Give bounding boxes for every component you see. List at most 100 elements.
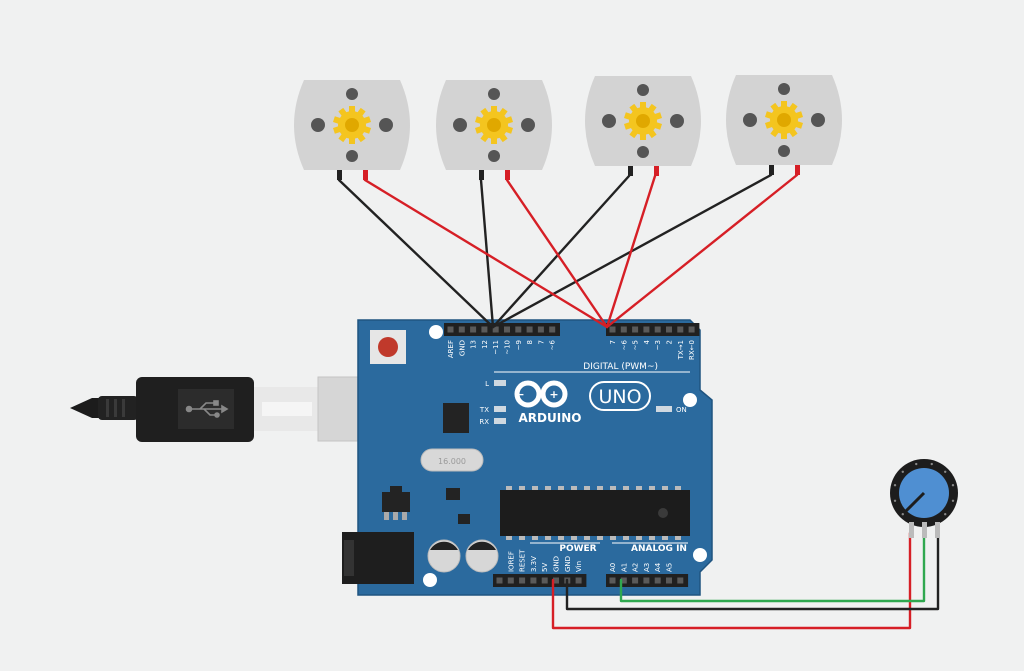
model-badge <box>589 381 651 411</box>
chip-pin <box>532 536 538 540</box>
motor-terminal-red[interactable] <box>363 170 368 180</box>
header-pin[interactable] <box>609 326 616 333</box>
header-pin[interactable] <box>688 326 695 333</box>
pin-label: 3.3V <box>530 556 538 572</box>
svg-text:+: + <box>549 388 558 401</box>
header-pin[interactable] <box>632 577 639 584</box>
motor-terminal-black[interactable] <box>769 165 774 175</box>
usb-cable[interactable] <box>70 376 411 442</box>
motor-4[interactable] <box>726 75 842 175</box>
header-pin[interactable] <box>620 326 627 333</box>
motor-terminal-red[interactable] <box>505 170 510 180</box>
header-pin[interactable] <box>526 326 533 333</box>
header-pin[interactable] <box>643 577 650 584</box>
header-pin[interactable] <box>492 326 499 333</box>
crystal-oscillator <box>420 448 484 472</box>
pin-label: A2 <box>632 563 640 572</box>
wire-motor-3-pin6[interactable] <box>605 174 657 329</box>
header-pin[interactable] <box>496 577 503 584</box>
mount-hole-3 <box>423 573 437 587</box>
led-tx-label: TX <box>479 406 489 414</box>
header-pin[interactable] <box>666 326 672 333</box>
header-pin[interactable] <box>677 577 684 584</box>
header-pin[interactable] <box>575 577 582 584</box>
chip-pin <box>519 536 525 540</box>
wire-motor-3-gnd[interactable] <box>491 174 631 329</box>
wire-pot-5v[interactable] <box>551 531 912 630</box>
digital-pin-header <box>444 323 700 336</box>
pin-label: RX←0 <box>688 340 696 360</box>
header-pin[interactable] <box>620 577 627 584</box>
pin-label: 7 <box>609 340 617 344</box>
chip-pin <box>545 486 551 490</box>
header-pin[interactable] <box>447 326 454 333</box>
chip-pin <box>571 486 577 490</box>
potentiometer[interactable] <box>890 459 958 538</box>
mount-hole-4 <box>693 548 707 562</box>
header-pin[interactable] <box>515 326 522 333</box>
header-pin[interactable] <box>643 326 650 333</box>
pin-label: 2 <box>666 340 674 344</box>
dc-motor-icon <box>624 102 662 140</box>
header-pin[interactable] <box>470 326 477 333</box>
header-pin[interactable] <box>549 326 556 333</box>
pin-label: ~3 <box>654 340 662 350</box>
motor-1[interactable] <box>294 80 410 180</box>
motors <box>294 75 842 180</box>
pin-label: GND <box>458 340 466 356</box>
wire-motor-4-pin6[interactable] <box>605 173 799 329</box>
led-on-label: ON <box>676 406 687 414</box>
header-pin[interactable] <box>530 577 537 584</box>
header-pin[interactable] <box>504 326 510 333</box>
motor-2[interactable] <box>436 80 552 180</box>
wire-motor-1-gnd[interactable] <box>337 178 495 329</box>
motor-terminal-black[interactable] <box>337 170 342 180</box>
header-pin[interactable] <box>632 326 639 333</box>
chip-pin <box>649 486 655 490</box>
chip-pin <box>610 536 616 540</box>
motor-3[interactable] <box>585 76 701 176</box>
header-pin[interactable] <box>553 577 559 584</box>
pin-label: A0 <box>609 563 617 572</box>
motor-terminal-black[interactable] <box>628 166 633 176</box>
pin-label: ~6 <box>549 339 557 350</box>
header-pin[interactable] <box>541 577 548 584</box>
chip-pin <box>519 486 525 490</box>
wire-motor-2-pin6[interactable] <box>505 178 609 329</box>
chip-pin <box>571 536 577 540</box>
header-pin[interactable] <box>666 577 672 584</box>
header-pin[interactable] <box>507 577 514 584</box>
digital-header-label: DIGITAL (PWM~) <box>583 362 658 372</box>
pin-label: RESET <box>519 549 527 572</box>
header-pin[interactable] <box>519 577 526 584</box>
power-header-label: POWER <box>559 544 596 554</box>
usb-cable-strain-relief <box>70 398 100 418</box>
wire-pot-a0[interactable] <box>619 531 926 603</box>
header-pin[interactable] <box>609 577 616 584</box>
header-pin[interactable] <box>481 326 488 333</box>
usb-chip <box>443 403 469 433</box>
arduino-uno-board[interactable]: 16.000 L TX RX ON − + ARDUINO UNO <box>342 319 713 596</box>
crystal-label: 16.000 <box>438 457 466 466</box>
wire-motor-1-pin6[interactable] <box>363 178 609 329</box>
motor-terminal-black[interactable] <box>479 170 484 180</box>
header-pin[interactable] <box>537 326 544 333</box>
chip-pin <box>545 536 551 540</box>
led-rx <box>494 418 506 424</box>
header-pin[interactable] <box>677 326 684 333</box>
header-pin[interactable] <box>654 326 661 333</box>
mount-hole-1 <box>429 325 443 339</box>
header-pin[interactable] <box>654 577 661 584</box>
led-rx-label: RX <box>479 418 489 426</box>
wire-pot-gnd[interactable] <box>565 531 940 611</box>
motor-terminal-red[interactable] <box>654 166 659 176</box>
pin-label: 4 <box>643 339 651 344</box>
chip-pin <box>675 536 681 540</box>
motor-terminal-red[interactable] <box>795 165 800 175</box>
mount-hole-2 <box>683 393 697 407</box>
header-pin[interactable] <box>458 326 465 333</box>
voltage-regulator <box>382 492 410 512</box>
pin-label: 5V <box>541 563 549 572</box>
